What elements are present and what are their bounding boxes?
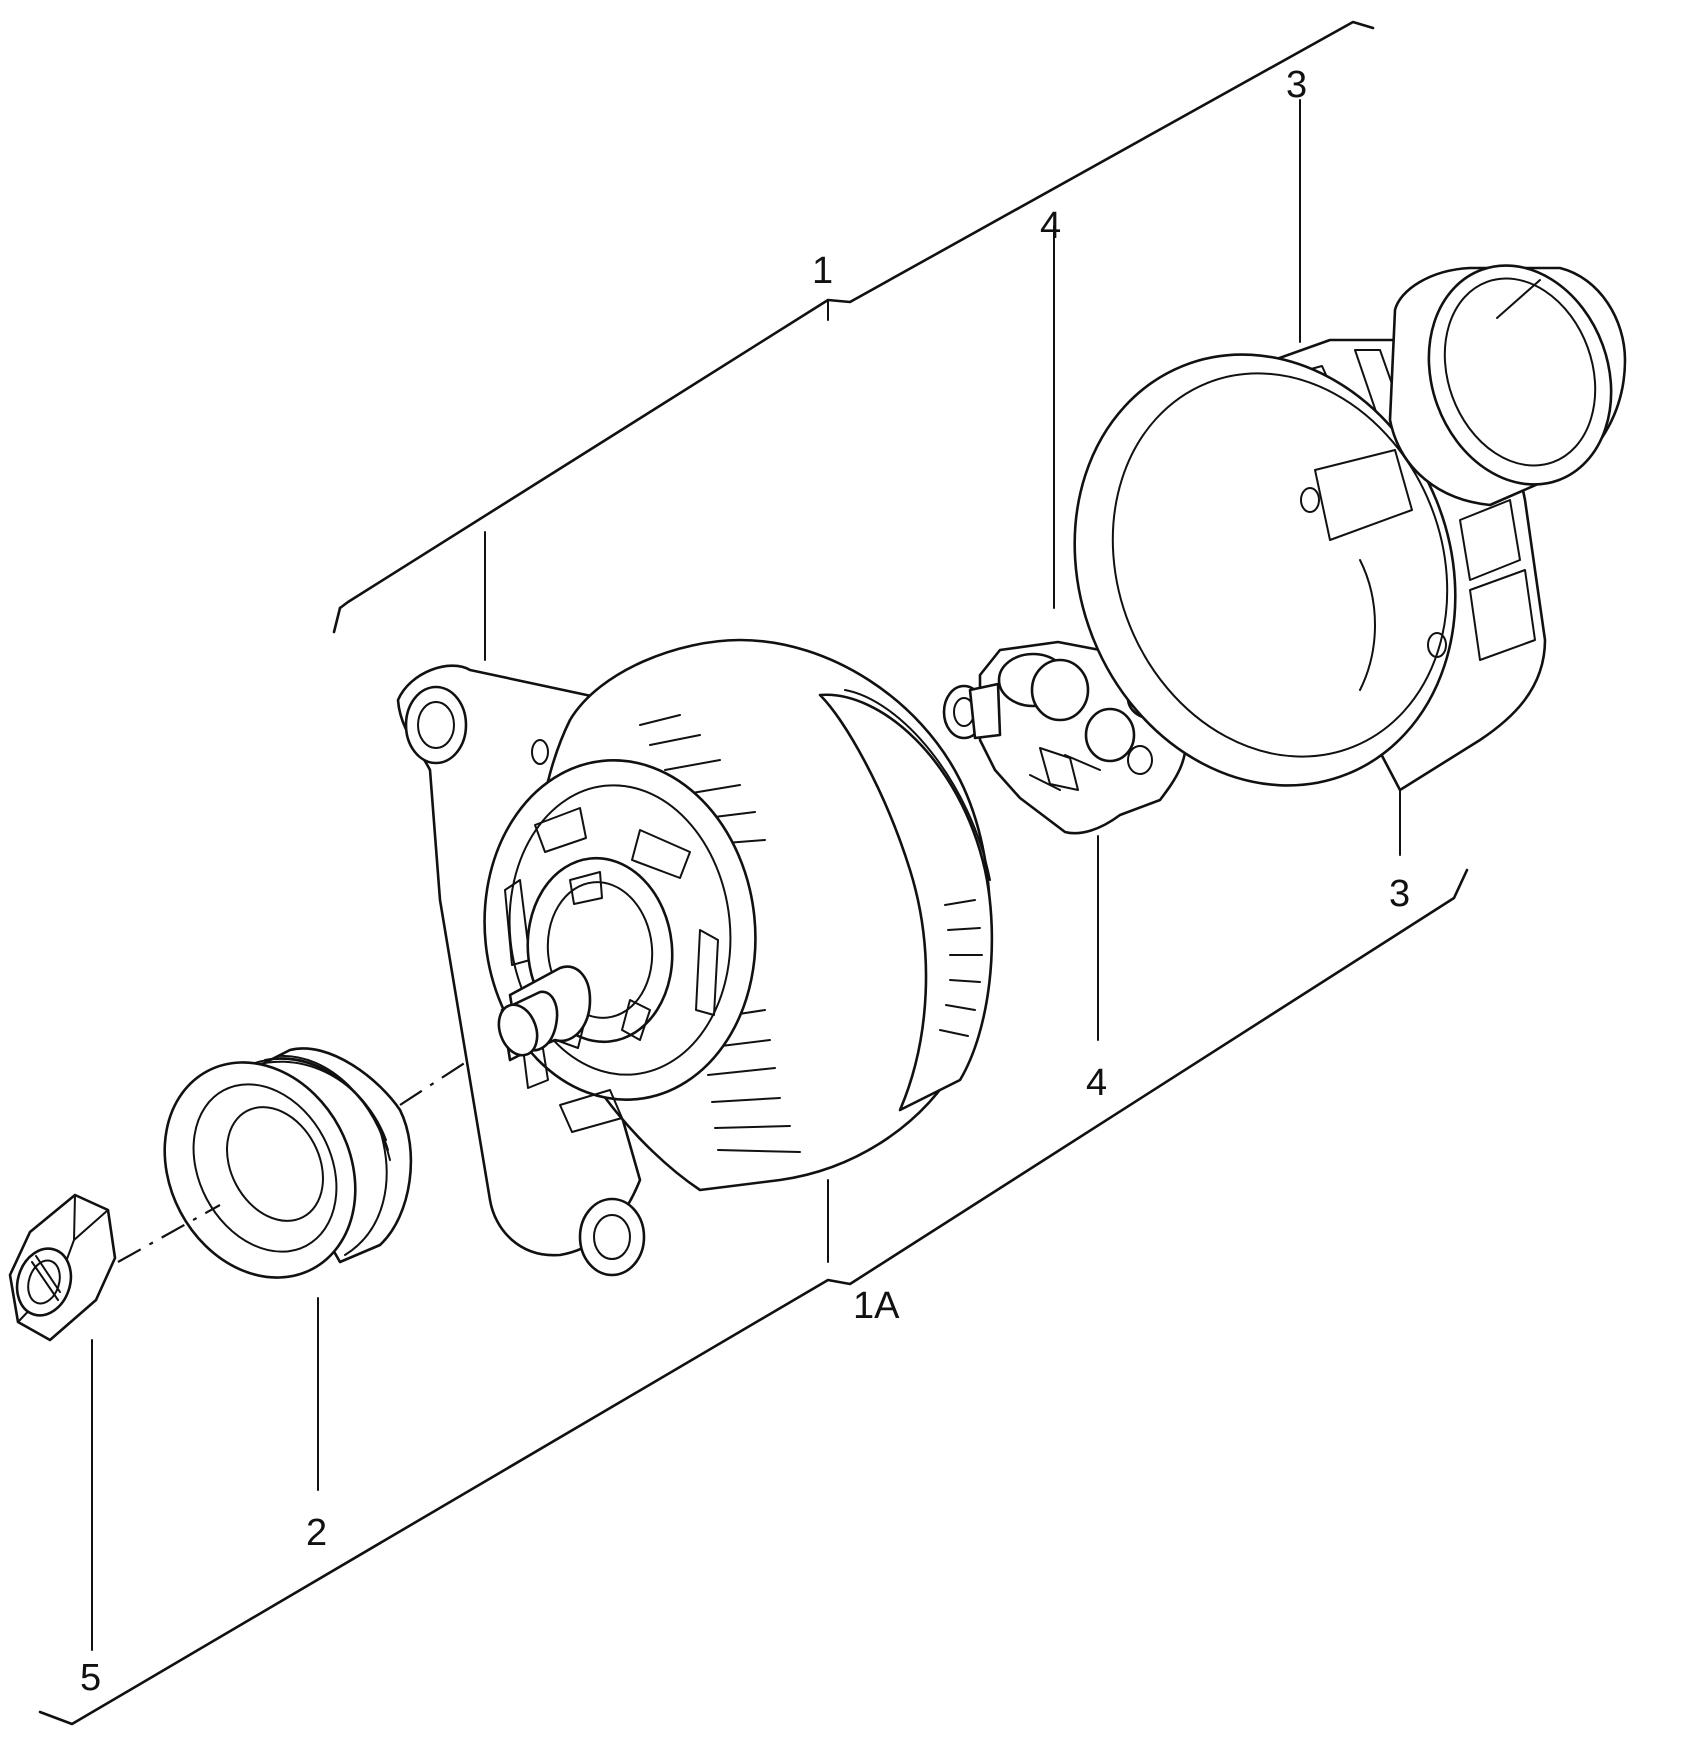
callout-nut: 5 [80, 1657, 101, 1699]
pulley [163, 1047, 413, 1491]
callout-alternator-alt: 1A [853, 1285, 900, 1327]
assembly-frame [38, 20, 1469, 1726]
callout-pulley: 2 [306, 1512, 327, 1554]
alternator [396, 531, 994, 1277]
callout-housing-bottom: 3 [1389, 873, 1410, 915]
callout-regulator-bottom: 4 [1086, 1062, 1107, 1104]
callout-alternator: 1 [812, 250, 833, 292]
callout-regulator-top: 4 [1040, 205, 1061, 247]
hex-nut [8, 1193, 117, 1651]
rear-housing [1073, 99, 1627, 856]
callout-housing-top: 3 [1286, 64, 1307, 106]
